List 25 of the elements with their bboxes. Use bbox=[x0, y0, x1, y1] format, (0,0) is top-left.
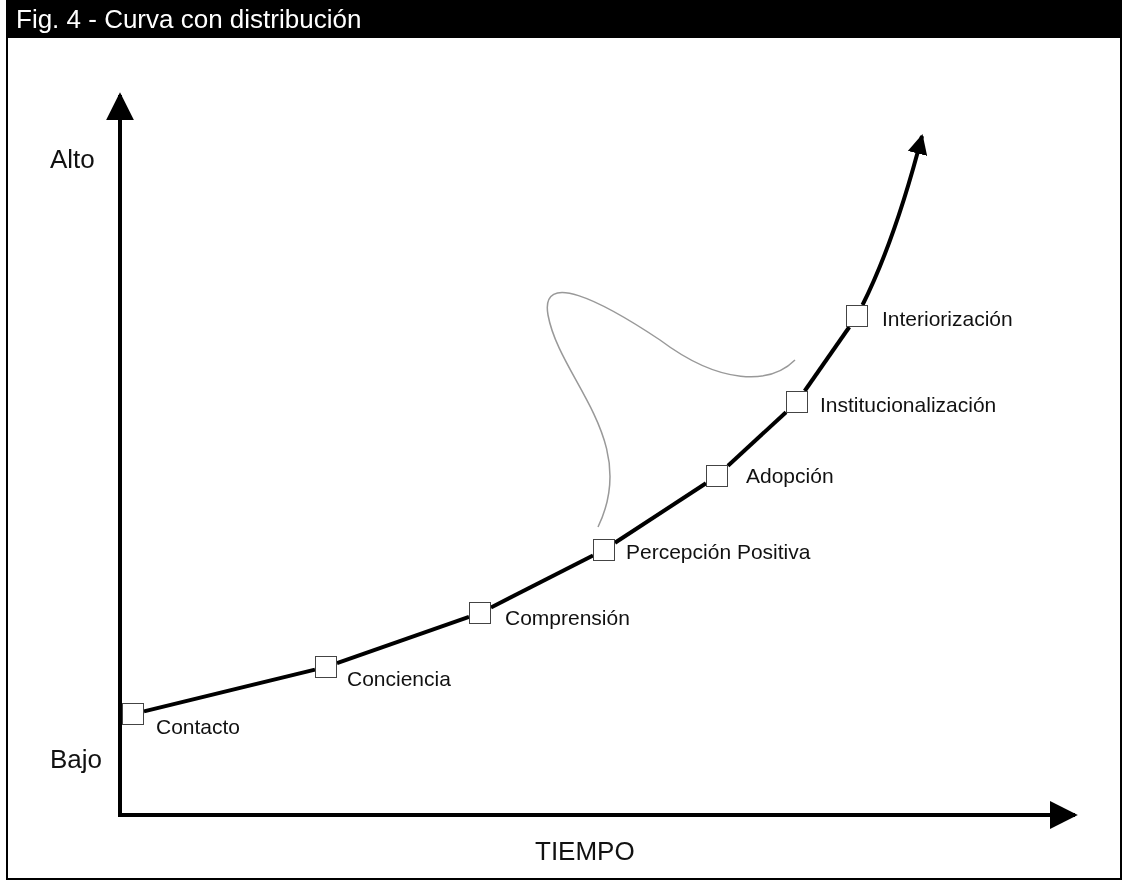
stage-label: Institucionalización bbox=[820, 394, 997, 415]
stage-marker bbox=[846, 305, 868, 327]
stage-label: Comprensión bbox=[505, 607, 630, 628]
stage-label: Interiorización bbox=[882, 308, 1013, 329]
stage-marker bbox=[706, 465, 728, 487]
stage-label: Conciencia bbox=[347, 668, 451, 689]
axis-label: Alto bbox=[50, 146, 95, 172]
curve-segment bbox=[143, 667, 316, 714]
stage-label: Adopción bbox=[746, 465, 834, 486]
stage-marker bbox=[469, 602, 491, 624]
curve-segment bbox=[803, 325, 851, 393]
stage-marker bbox=[315, 656, 337, 678]
curve-segment bbox=[726, 410, 788, 468]
curve-segment bbox=[336, 614, 470, 666]
curve-segment bbox=[613, 481, 708, 545]
axis-title: TIEMPO bbox=[535, 838, 635, 864]
curve-segment bbox=[490, 553, 594, 610]
curve-arrow bbox=[860, 134, 928, 306]
stage-label: Contacto bbox=[156, 716, 241, 737]
stage-marker bbox=[122, 703, 144, 725]
figure-title: Fig. 4 - Curva con distribución bbox=[16, 6, 362, 32]
stage-marker bbox=[786, 391, 808, 413]
axis-label: Bajo bbox=[50, 746, 103, 772]
stage-marker bbox=[593, 539, 615, 561]
stage-label: Percepción Positiva bbox=[626, 541, 811, 562]
